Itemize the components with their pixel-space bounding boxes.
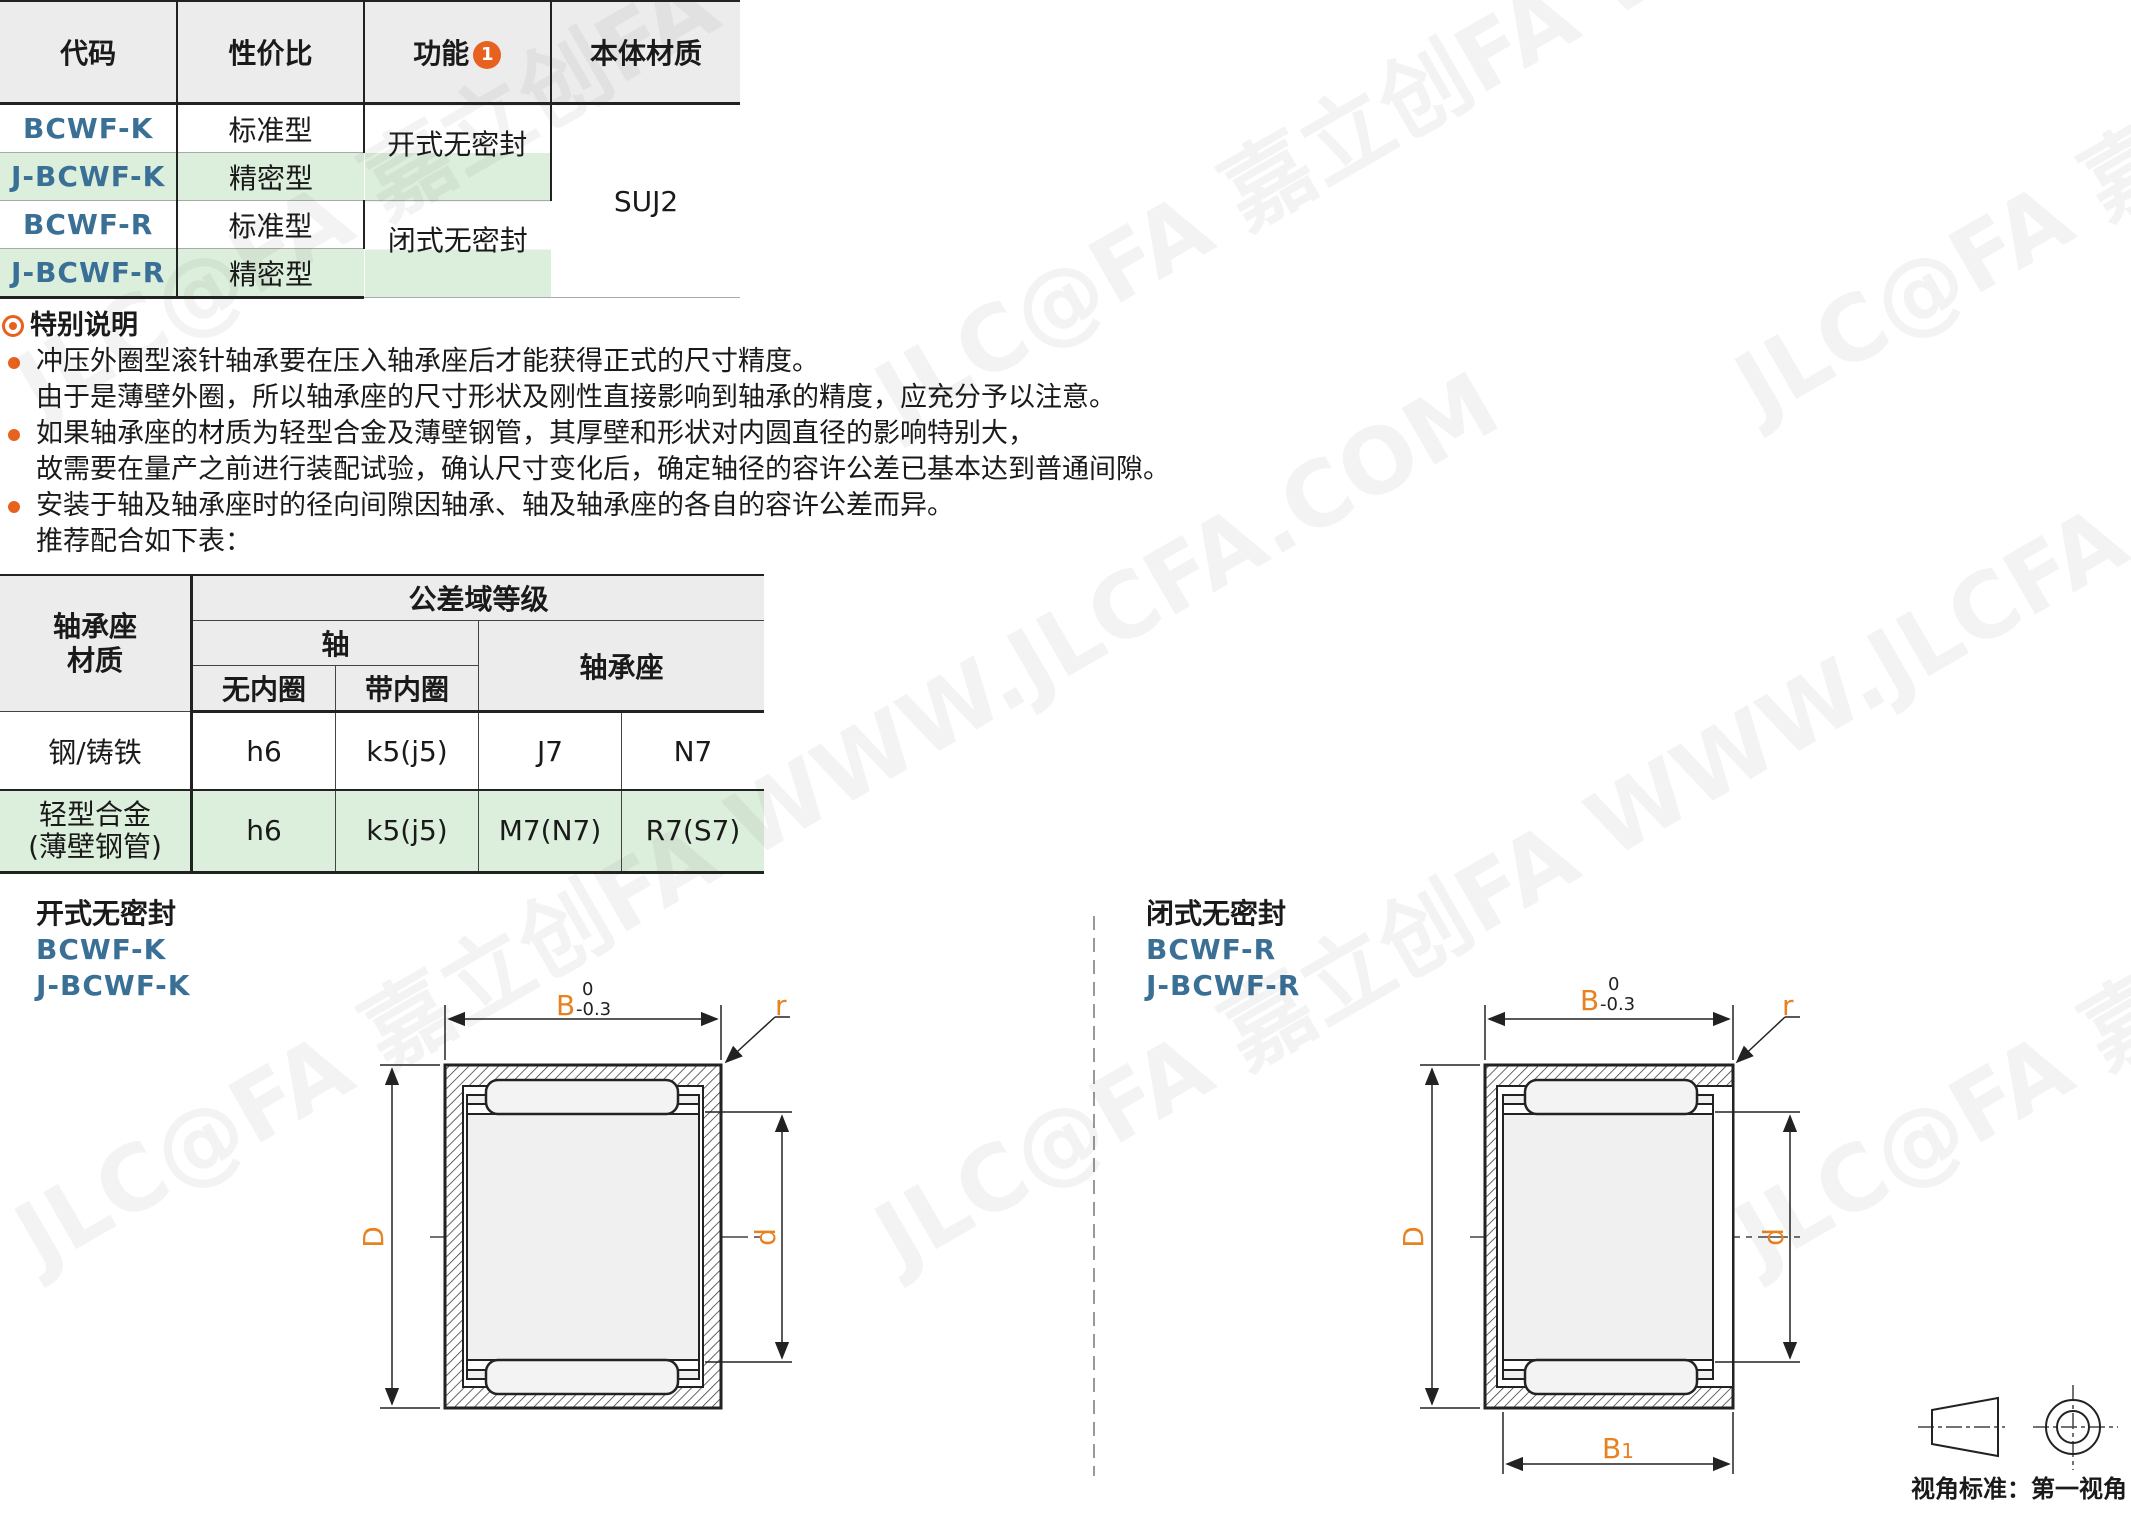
code-cell: J-BCWF-K: [0, 152, 179, 201]
function-cell-open: 开式无密封: [363, 103, 552, 201]
watermark-text: JLC@FA 嘉立创FA WWW.JLCFA.COM: [0, 352, 1516, 1292]
material-cell: 钢/铸铁: [0, 711, 193, 791]
housing-cell: M7(N7): [478, 789, 622, 874]
fit-table-header: 轴 轴承座: [0, 620, 764, 713]
header-code: 代码: [0, 0, 179, 105]
first-angle-projection-icon: [1918, 1385, 2118, 1470]
function-open-label: 开式无密封: [387, 128, 528, 161]
housing-cell: J7: [478, 711, 622, 791]
header-housing: 轴承座: [478, 620, 764, 713]
bullet-icon: [8, 501, 20, 513]
header-grade: 性价比: [177, 0, 365, 105]
open-type-caption: 开式无密封 BCWF-K J-BCWF-K: [36, 896, 190, 1004]
note-line: 推荐配合如下表：: [36, 526, 252, 557]
dim-outer-diameter-label: D: [1397, 1226, 1430, 1248]
tolerance-upper: 0: [582, 979, 593, 1000]
shaft-no-inner-cell: h6: [191, 711, 336, 791]
table-row: BCWF-K 标准型 开式无密封 SUJ2: [0, 103, 740, 298]
dim-inner-diameter-label: d: [1757, 1228, 1790, 1246]
closed-type-code: BCWF-R: [1146, 933, 1277, 966]
grade-cell: 标准型: [177, 103, 365, 153]
code-cell: J-BCWF-R: [0, 248, 179, 299]
bullet-icon: [8, 357, 20, 369]
note-line: 故需要在量产之前进行装配试验，确认尺寸变化后，确定轴径的容许公差已基本达到普通间…: [36, 454, 1170, 485]
tolerance-lower: -0.3: [1600, 994, 1635, 1015]
material-cell: 轻型合金(薄壁钢管): [0, 789, 193, 874]
note-item: 冲压外圈型滚针轴承要在压入轴承座后才能获得正式的尺寸精度。: [0, 344, 1400, 380]
header-no-inner-ring: 无内圈: [191, 665, 336, 713]
note-item: 安装于轴及轴承座时的径向间隙因轴承、轴及轴承座的各自的容许公差而异。: [0, 488, 1400, 524]
header-tolerance: 公差域等级: [191, 574, 764, 621]
note-line: 由于是薄壁外圈，所以轴承座的尺寸形状及刚性直接影响到轴承的精度，应充分予以注意。: [36, 382, 1116, 413]
dim-b-label: B: [1580, 984, 1599, 1017]
note-line: 冲压外圈型滚针轴承要在压入轴承座后才能获得正式的尺寸精度。: [36, 346, 819, 377]
open-type-title: 开式无密封: [36, 897, 177, 930]
header-material-line1: 轴承座: [52, 609, 137, 643]
function-closed-label: 闭式无密封: [387, 224, 528, 257]
dim-r-label: r: [1782, 989, 1794, 1022]
function-cell-closed: 闭式无密封: [363, 200, 551, 298]
header-material: 本体材质: [550, 0, 740, 105]
note-line: 安装于轴及轴承座时的径向间隙因轴承、轴及轴承座的各自的容许公差而异。: [36, 490, 954, 521]
shaft-with-inner-cell: k5(j5): [335, 789, 479, 874]
special-notes: 特别说明 冲压外圈型滚针轴承要在压入轴承座后才能获得正式的尺寸精度。 由于是薄壁…: [0, 308, 1400, 560]
view-standard-label: 视角标准：第一视角: [1911, 1475, 2127, 1503]
table-row: 轻型合金(薄壁钢管) h6 k5(j5) M7(N7) R7(S7): [0, 789, 764, 874]
notes-title-text: 特别说明: [30, 310, 138, 341]
closed-type-caption: 闭式无密封 BCWF-R J-BCWF-R: [1146, 896, 1300, 1004]
open-type-drawing: B 0 -0.3 r D d: [357, 979, 792, 1410]
code-cell: BCWF-K: [0, 103, 179, 153]
watermark-text: JLC@FA 嘉立创FA WWW.JLCFA.COM: [1713, 352, 2131, 1292]
note-line: 如果轴承座的材质为轻型合金及薄壁钢管，其厚壁和形状对内圆直径的影响特别大，: [36, 418, 1035, 449]
dim-b-label: B: [556, 989, 575, 1022]
table-row: BCWF-R 标准型 闭式无密封: [0, 200, 740, 298]
fit-table: 轴承座材质 公差域等级 轴 轴承座 无内圈 带内圈 钢/铸铁 h6 k5(j5)…: [0, 574, 764, 874]
target-icon: [2, 315, 24, 337]
code-cell: BCWF-R: [0, 200, 179, 249]
grade-cell: 精密型: [177, 152, 364, 201]
watermark: JLC@FA 嘉立创FA WWW.JLCFA.COM JLC@FA 嘉立创FA …: [0, 0, 2131, 1292]
grade-cell: 精密型: [177, 248, 364, 299]
header-material-line2: 材质: [66, 643, 123, 677]
header-shaft: 轴: [191, 620, 479, 666]
watermark-text: JLC@FA 嘉立创FA WWW.JLCFA.COM: [1713, 0, 2131, 442]
fit-table-header: 无内圈 带内圈: [0, 665, 764, 713]
dim-inner-diameter-label: d: [749, 1228, 782, 1246]
closed-type-title: 闭式无密封: [1146, 897, 1287, 930]
dim-r-label: r: [775, 989, 787, 1022]
dim-b1-label: B1: [1602, 1432, 1634, 1465]
header-with-inner-ring: 带内圈: [335, 665, 479, 713]
header-function-label: 功能: [413, 37, 470, 70]
note-item: 如果轴承座的材质为轻型合金及薄壁钢管，其厚壁和形状对内圆直径的影响特别大，: [0, 416, 1400, 452]
housing-cell: N7: [621, 711, 764, 791]
material-line1: 轻型合金: [38, 798, 151, 831]
function-badge: 1: [473, 41, 502, 69]
housing-cell: R7(S7): [621, 789, 764, 874]
notes-title: 特别说明: [0, 308, 1400, 344]
shaft-with-inner-cell: k5(j5): [335, 711, 479, 791]
tolerance-lower: -0.3: [576, 999, 611, 1020]
table-row: 钢/铸铁 h6 k5(j5) J7 N7: [0, 711, 764, 791]
dim-b1-base: B: [1602, 1432, 1621, 1465]
shaft-no-inner-cell: h6: [191, 789, 336, 874]
header-housing-material: 轴承座材质: [0, 574, 193, 712]
open-type-code: BCWF-K: [36, 933, 167, 966]
dim-outer-diameter-label: D: [357, 1226, 390, 1248]
fit-table-header: 轴承座材质 公差域等级: [0, 574, 764, 712]
material-line2: (薄壁钢管): [28, 830, 162, 863]
tolerance-upper: 0: [1608, 974, 1619, 995]
dim-b1-subscript: 1: [1621, 1439, 1634, 1463]
closed-type-drawing: B 0 -0.3 r D d B1: [1397, 974, 1800, 1474]
material-cell: SUJ2: [550, 103, 740, 298]
bullet-icon: [8, 429, 20, 441]
open-type-code: J-BCWF-K: [36, 969, 191, 1002]
closed-type-code: J-BCWF-R: [1146, 969, 1301, 1002]
grade-cell: 标准型: [177, 200, 365, 249]
